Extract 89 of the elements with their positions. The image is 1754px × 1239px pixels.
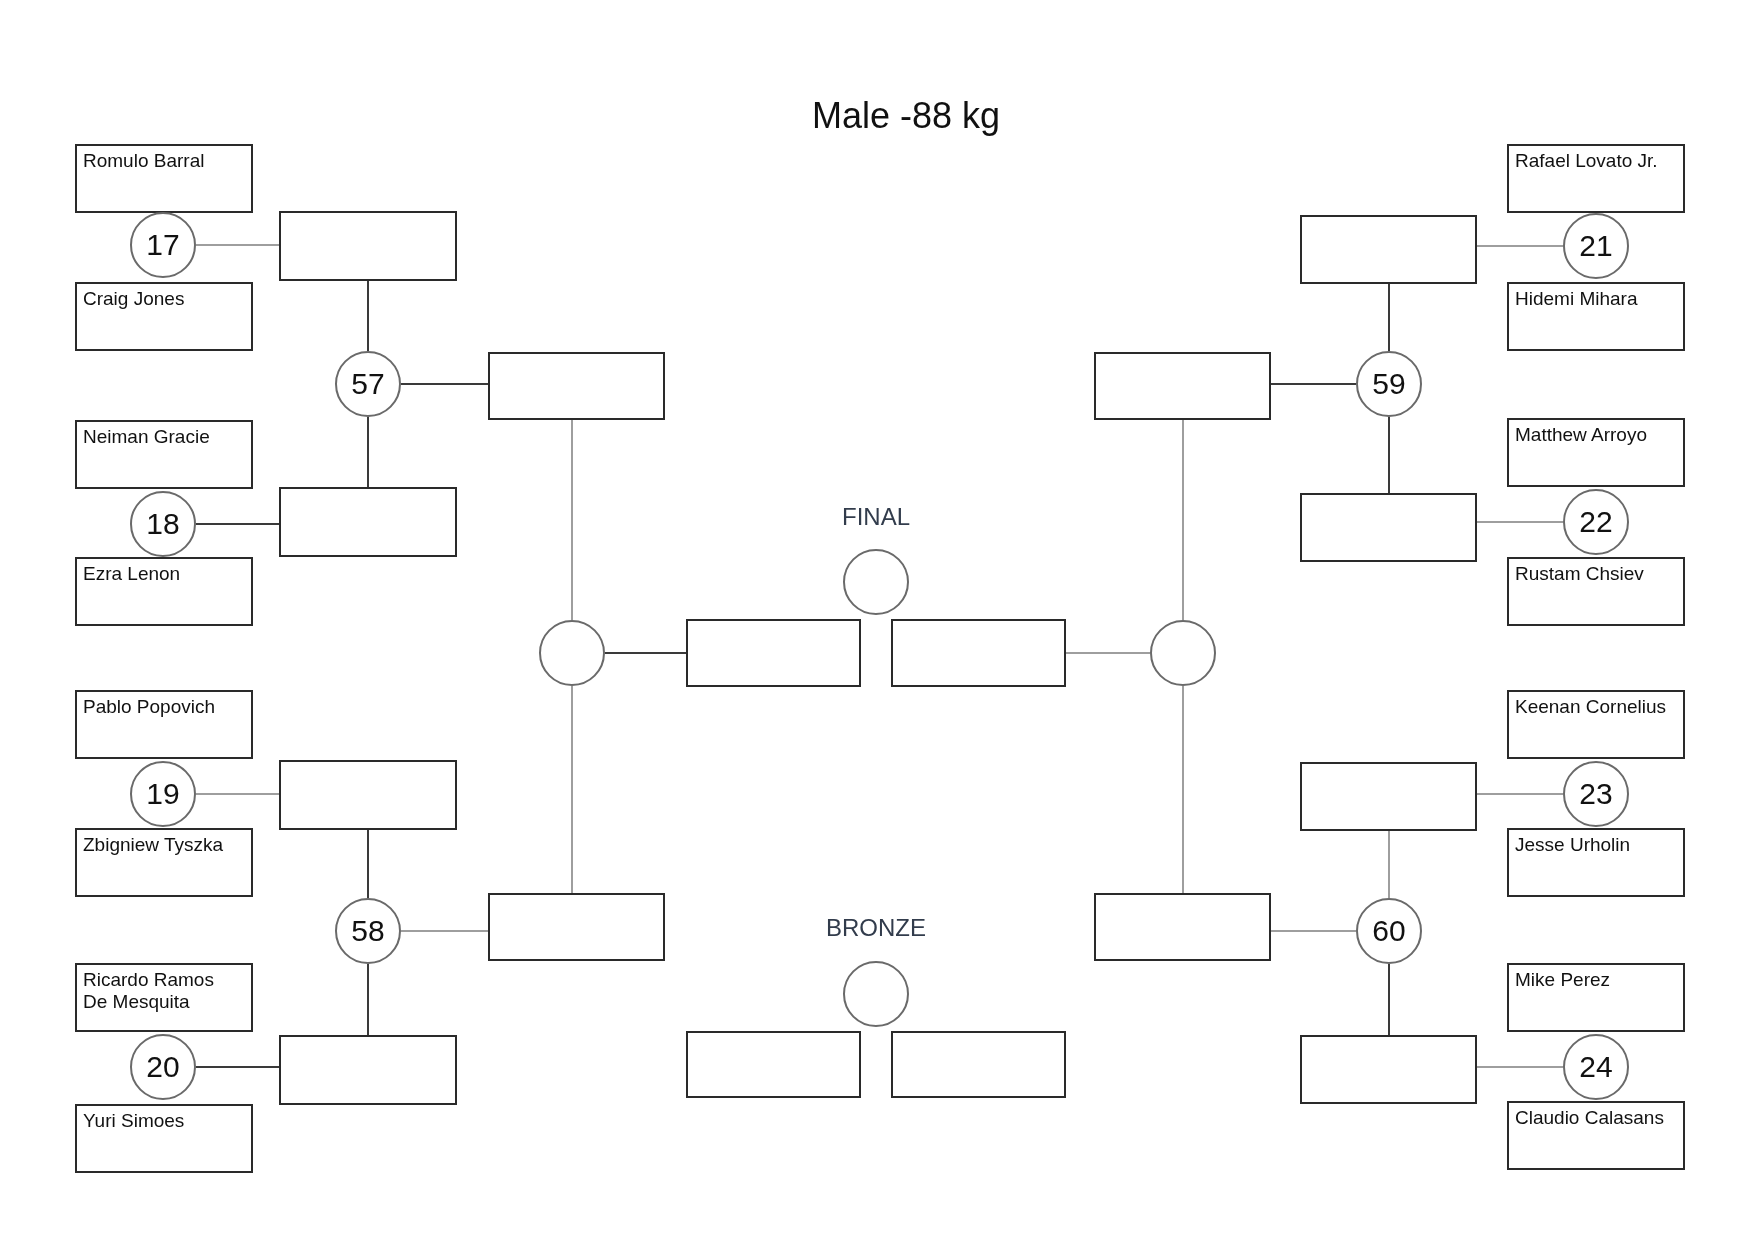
bracket-line bbox=[1388, 963, 1390, 1036]
match-number: 23 bbox=[1579, 779, 1613, 809]
bracket-line bbox=[1270, 930, 1357, 932]
competitor-box bbox=[75, 144, 253, 213]
competitor-name: Ezra Lenon bbox=[83, 563, 181, 586]
bracket-title: Male -88 kg bbox=[811, 95, 1001, 137]
competitor-box bbox=[1507, 418, 1685, 487]
bracket-line bbox=[571, 685, 573, 894]
match-number: 60 bbox=[1372, 916, 1406, 946]
match-number: 24 bbox=[1579, 1052, 1613, 1082]
round-label: FINAL bbox=[842, 503, 910, 531]
match-number: 22 bbox=[1579, 507, 1613, 537]
competitor-box bbox=[1507, 144, 1685, 213]
competitor-name: Pablo Popovich bbox=[83, 696, 216, 719]
competitor-box bbox=[1507, 1101, 1685, 1170]
match-number: 19 bbox=[146, 779, 180, 809]
competitor-name: Keenan Cornelius bbox=[1515, 696, 1667, 719]
bracket-line bbox=[400, 383, 489, 385]
bracket-line bbox=[195, 793, 280, 795]
empty-slot-box bbox=[686, 1031, 861, 1098]
bracket-line bbox=[367, 280, 369, 352]
empty-slot-box bbox=[891, 1031, 1066, 1098]
bracket-line bbox=[1476, 793, 1564, 795]
bracket-line bbox=[400, 930, 489, 932]
match-number: 58 bbox=[351, 916, 385, 946]
competitor-name: Yuri Simoes bbox=[83, 1110, 185, 1133]
bracket-line bbox=[604, 652, 687, 654]
empty-slot-box bbox=[279, 211, 457, 281]
competitor-box bbox=[75, 282, 253, 351]
match-number: 18 bbox=[146, 509, 180, 539]
bracket-line bbox=[367, 963, 369, 1036]
competitor-box bbox=[1507, 690, 1685, 759]
bracket-line bbox=[367, 829, 369, 899]
bracket-line bbox=[1476, 245, 1564, 247]
competitor-name: Rafael Lovato Jr. bbox=[1515, 150, 1658, 173]
competitor-box bbox=[75, 420, 253, 489]
competitor-box bbox=[1507, 282, 1685, 351]
empty-slot-box bbox=[1300, 215, 1477, 284]
match-number: 20 bbox=[146, 1052, 180, 1082]
bracket-line bbox=[1270, 383, 1357, 385]
competitor-name: Craig Jones bbox=[83, 288, 185, 311]
match-number: 21 bbox=[1579, 231, 1613, 261]
bracket-line bbox=[367, 416, 369, 488]
competitor-name: Jesse Urholin bbox=[1515, 834, 1631, 857]
competitor-name: Matthew Arroyo bbox=[1515, 424, 1647, 447]
competitor-name: Neiman Gracie bbox=[83, 426, 210, 449]
bracket-line bbox=[1388, 416, 1390, 494]
empty-slot-box bbox=[488, 893, 665, 961]
competitor-name: Rustam Chsiev bbox=[1515, 563, 1644, 586]
competitor-name: Ricardo Ramos De Mesquita bbox=[83, 969, 215, 1014]
competitor-box bbox=[1507, 828, 1685, 897]
competitor-box bbox=[75, 690, 253, 759]
competitor-name: Hidemi Mihara bbox=[1515, 288, 1638, 311]
bracket-line bbox=[195, 523, 280, 525]
empty-slot-box bbox=[279, 1035, 457, 1105]
competitor-name: Zbigniew Tyszka bbox=[83, 834, 224, 857]
round-label: BRONZE bbox=[826, 914, 926, 942]
bracket-line bbox=[1476, 521, 1564, 523]
bracket-line bbox=[1065, 652, 1151, 654]
bracket-line bbox=[1182, 685, 1184, 894]
competitor-box bbox=[1507, 557, 1685, 626]
bracket-line bbox=[195, 244, 280, 246]
competitor-name: Romulo Barral bbox=[83, 150, 205, 173]
competitor-box bbox=[75, 828, 253, 897]
empty-slot-box bbox=[279, 760, 457, 830]
competitor-box bbox=[75, 1104, 253, 1173]
empty-slot-box bbox=[891, 619, 1066, 687]
competitor-name: Claudio Calasans bbox=[1515, 1107, 1664, 1130]
bracket-line bbox=[571, 419, 573, 621]
competitor-box bbox=[1507, 963, 1685, 1032]
bracket-line bbox=[1388, 830, 1390, 899]
bracket-line bbox=[1388, 283, 1390, 352]
match-number: 57 bbox=[351, 369, 385, 399]
empty-slot-box bbox=[488, 352, 665, 420]
empty-slot-box bbox=[1300, 493, 1477, 562]
competitor-name: Mike Perez bbox=[1515, 969, 1611, 992]
bracket-line bbox=[1476, 1066, 1564, 1068]
match-number: 17 bbox=[146, 230, 180, 260]
competitor-box bbox=[75, 963, 253, 1032]
empty-slot-box bbox=[1094, 352, 1271, 420]
empty-slot-box bbox=[1094, 893, 1271, 961]
bracket-line bbox=[195, 1066, 280, 1068]
empty-slot-box bbox=[279, 487, 457, 557]
empty-slot-box bbox=[1300, 762, 1477, 831]
competitor-box bbox=[75, 557, 253, 626]
empty-slot-box bbox=[1300, 1035, 1477, 1104]
match-number: 59 bbox=[1372, 369, 1406, 399]
bracket-line bbox=[1182, 419, 1184, 621]
empty-slot-box bbox=[686, 619, 861, 687]
